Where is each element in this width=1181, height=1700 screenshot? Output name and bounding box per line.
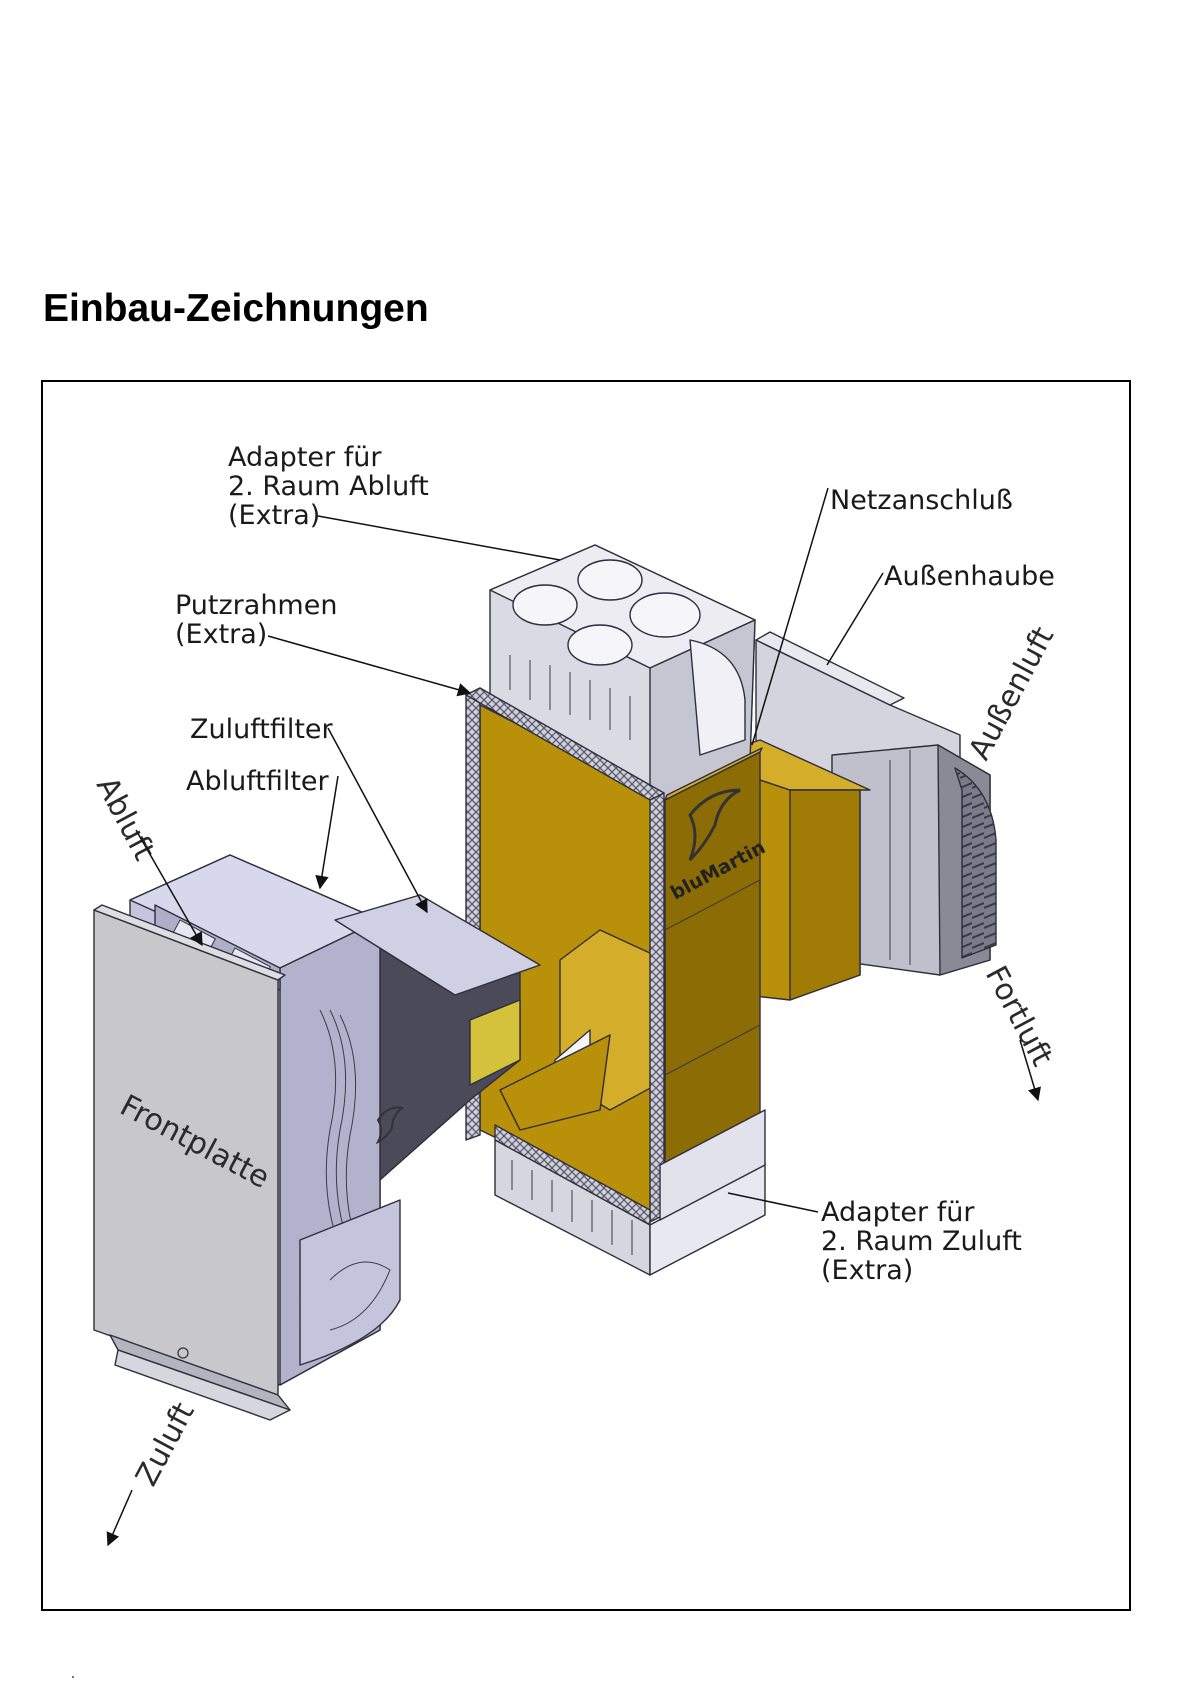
label-exhaust-filter: Abluftfilter: [186, 766, 330, 797]
label-plaster-frame-line2: (Extra): [175, 619, 267, 650]
page-mark: [72, 1676, 74, 1678]
label-adapter-exhaust-line3: (Extra): [228, 500, 320, 531]
ventilation-unit: [93, 854, 541, 1421]
label-outdoor-air: Außenluft: [962, 621, 1061, 766]
label-adapter-exhaust-line1: Adapter für: [228, 442, 382, 473]
leader-adapter-supply: [727, 1192, 819, 1213]
leader-mains-connection: [751, 487, 829, 746]
unit-swallow-icon: [375, 1106, 405, 1145]
label-plaster-frame-line1: Putzrahmen: [175, 590, 337, 621]
leader-outer-hood: [826, 572, 884, 666]
label-plaster-frame: Putzrahmen (Extra): [175, 590, 337, 650]
arrow-extract-air: [135, 829, 203, 947]
leader-plaster-frame: [267, 635, 472, 697]
leader-exhaust-filter: [315, 775, 339, 890]
adapter-supply-lower: [494, 1109, 766, 1276]
page-title: Einbau-Zeichnungen: [43, 287, 429, 330]
label-adapter-exhaust: Adapter für 2. Raum Abluft (Extra): [228, 442, 429, 531]
label-mains-connection: Netzanschluß: [830, 485, 1013, 516]
leader-supply-filter: [327, 727, 428, 914]
label-adapter-supply: Adapter für 2. Raum Zuluft (Extra): [821, 1197, 1022, 1286]
label-exhaust-outlet: Fortluft: [978, 960, 1060, 1072]
label-outer-hood: Außenhaube: [884, 561, 1055, 592]
label-adapter-supply-line2: 2. Raum Zuluft: [821, 1226, 1022, 1257]
label-adapter-exhaust-line2: 2. Raum Abluft: [228, 471, 429, 502]
label-extract-air: Abluft: [89, 771, 162, 866]
swallow-logo-icon: [688, 788, 741, 862]
label-adapter-supply-line3: (Extra): [821, 1255, 913, 1286]
arrow-supply-air: [106, 1489, 133, 1547]
label-supply-filter: Zuluftfilter: [190, 714, 334, 745]
label-adapter-supply-line1: Adapter für: [821, 1197, 975, 1228]
label-supply-air: Zuluft: [129, 1397, 202, 1492]
arrow-exhaust-outlet: [1019, 1039, 1041, 1102]
leader-adapter-exhaust: [317, 515, 561, 561]
